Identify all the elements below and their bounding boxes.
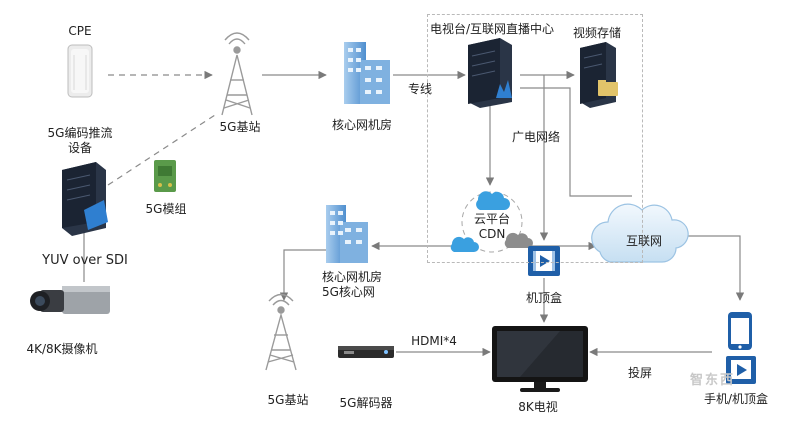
core-room-top-icon xyxy=(344,42,390,104)
link-broadcast-to-internet xyxy=(520,87,632,197)
watermark-text: 智东西 xyxy=(690,373,736,388)
cpe-device-icon xyxy=(67,44,93,98)
encoder-label: 5G编码推流 设备 xyxy=(47,126,113,155)
5g-module-label: 5G模组 xyxy=(145,202,187,216)
hdmi-label: HDMI*4 xyxy=(411,334,457,348)
cloud-cdn-icon xyxy=(450,191,533,253)
base-station-top-icon xyxy=(221,32,253,116)
decoder-icon xyxy=(338,346,394,358)
base-station-bottom-icon xyxy=(265,293,297,371)
core-room-top-label: 核心网机房 xyxy=(331,118,393,132)
internet-label: 互联网 xyxy=(626,234,663,248)
video-storage-server-icon xyxy=(580,42,618,108)
screen-cast-label: 投屏 xyxy=(627,366,653,380)
broadcast-center-boundary xyxy=(427,14,643,263)
camera-icon xyxy=(30,286,110,314)
core-room-bottom-icon xyxy=(326,205,368,263)
video-storage-label: 视频存储 xyxy=(573,26,622,40)
set-top-box-icon xyxy=(528,246,560,276)
broadcast-center-server-icon xyxy=(468,38,512,108)
camera-label: 4K/8K摄像机 xyxy=(26,342,98,356)
decoder-label: 5G解码器 xyxy=(339,396,393,410)
base-station-bottom-label: 5G基站 xyxy=(267,393,309,407)
5g-module-icon xyxy=(154,160,176,192)
encoder-server-icon xyxy=(62,162,108,236)
broadcast-center-label: 电视台/互联网直播中心 xyxy=(430,22,555,36)
phone-stb-label: 手机/机顶盒 xyxy=(704,392,769,406)
phone-stb-icon xyxy=(726,356,756,384)
internet-cloud-icon xyxy=(591,203,689,263)
radio-network-label: 广电网络 xyxy=(512,130,561,144)
cloud-cdn-label: 云平台 CDN xyxy=(473,212,511,241)
tv-8k-icon xyxy=(492,326,588,392)
set-top-box-label: 机顶盒 xyxy=(525,291,563,305)
core-room-bottom-label: 核心网机房 5G核心网 xyxy=(322,270,383,299)
base-station-top-label: 5G基站 xyxy=(219,120,261,134)
yuv-over-sdi-label: YUV over SDI xyxy=(42,253,128,268)
phone-icon xyxy=(728,312,752,350)
link-core-to-base-station-bottom xyxy=(279,249,330,301)
cpe-label: CPE xyxy=(68,24,92,38)
tv-8k-label: 8K电视 xyxy=(518,400,558,414)
link-internet-to-phone xyxy=(670,235,745,301)
dedicated-line-label: 专线 xyxy=(407,82,433,96)
